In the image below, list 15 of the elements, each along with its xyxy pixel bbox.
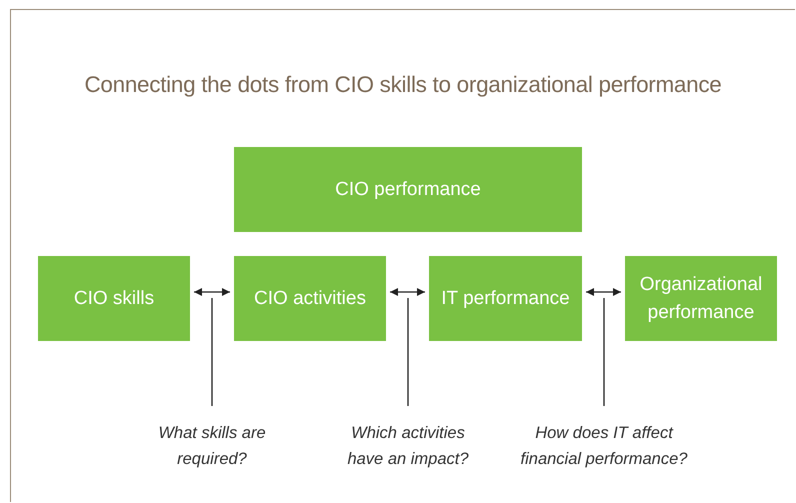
question-text: What skills are required? bbox=[152, 418, 272, 474]
process-box: CIO activities bbox=[234, 256, 386, 341]
double-arrow bbox=[194, 288, 230, 296]
double-arrow bbox=[390, 288, 425, 296]
process-box: Organizational performance bbox=[625, 256, 777, 341]
process-box: IT performance bbox=[429, 256, 582, 341]
leader-line bbox=[603, 298, 605, 406]
process-box: CIO performance bbox=[234, 147, 582, 232]
diagram-title: Connecting the dots from CIO skills to organizational performance bbox=[83, 72, 723, 98]
leader-line bbox=[211, 298, 213, 406]
process-box: CIO skills bbox=[38, 256, 190, 341]
question-text: How does IT affect financial performance? bbox=[514, 418, 694, 474]
leader-line bbox=[407, 298, 409, 406]
question-text: Which activities have an impact? bbox=[338, 418, 478, 474]
double-arrow bbox=[586, 288, 621, 296]
